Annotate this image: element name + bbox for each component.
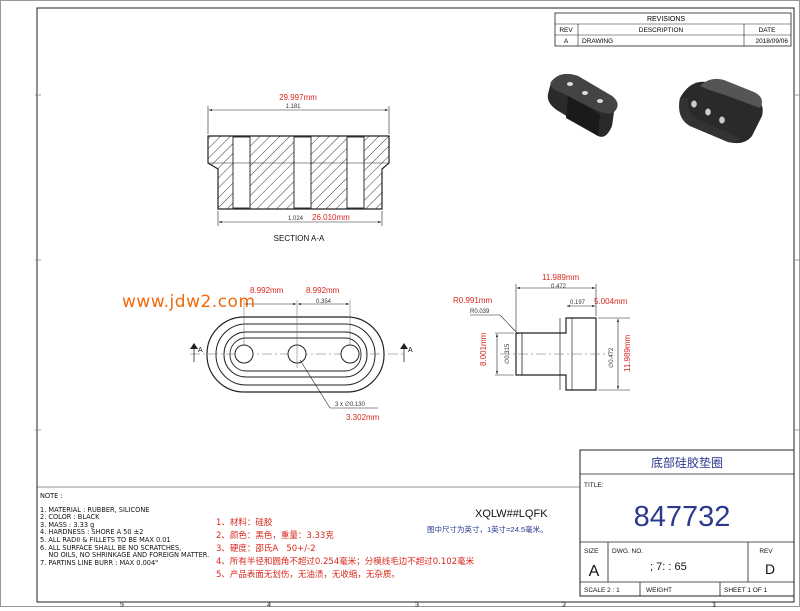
section-marker-right: A bbox=[408, 347, 413, 354]
pitch2-mm: 8.992mm bbox=[306, 286, 340, 295]
part-name-cn: 底部硅胶垫圈 bbox=[651, 455, 723, 470]
revision-rev-cell: A bbox=[564, 38, 569, 45]
zone-number: 2 bbox=[562, 602, 566, 607]
step-mm: 5.004mm bbox=[594, 297, 628, 306]
zone-number: 1 bbox=[712, 602, 716, 607]
cn-note-line: 5、产品表面无划伤，无油渍，无收缩，无杂质。 bbox=[216, 570, 400, 580]
notes-cn: 1、材料：硅胶 2、颜色：黑色，重量：3.33克 3、硬度：邵氏A 50+/-2… bbox=[216, 517, 474, 582]
isometric-view-2 bbox=[679, 78, 763, 144]
dwg-value: ; 7: : 65 bbox=[650, 561, 687, 573]
zone-ticks bbox=[35, 94, 800, 607]
scale-text: SCALE 2 : 1 bbox=[584, 587, 620, 594]
large-dia-in: ∅0.472 bbox=[608, 347, 615, 368]
cn-note-line: 1、材料：硅胶 bbox=[216, 518, 273, 528]
title-label: TITLE: bbox=[584, 482, 604, 489]
isometric-view-1 bbox=[547, 74, 618, 137]
small-dia-mm: 8.001mm bbox=[479, 332, 488, 366]
overall-width-mm: 29.997mm bbox=[279, 93, 317, 102]
size-label: SIZE bbox=[584, 548, 599, 555]
zone-number: 5 bbox=[120, 602, 124, 607]
note-line: 6. ALL SURFACE SHALL BE NO SCRATCHES, bbox=[40, 543, 182, 552]
note-line: 5. ALL RADII & FILLETS TO BE MAX 0.01 bbox=[40, 535, 171, 544]
size-value: A bbox=[589, 563, 600, 580]
cn-note-line: 2、颜色：黑色，重量：3.33克 bbox=[216, 531, 334, 541]
section-marker-left: A bbox=[198, 347, 203, 354]
description-column-header: DESCRIPTION bbox=[639, 27, 684, 34]
note-line: 1. MATERIAL : RUBBER, SILICONE bbox=[40, 505, 150, 514]
revisions-header: REVISIONS bbox=[647, 16, 685, 23]
length-in: 0.472 bbox=[551, 284, 567, 290]
note-line: 4. HARDNESS : SHORE A 50 ±2 bbox=[40, 528, 144, 537]
overall-width-in: 1.181 bbox=[285, 104, 301, 110]
revision-date-cell: 2018/09/06 bbox=[755, 38, 788, 45]
hole-callout: 3 x ∅0.130 bbox=[335, 401, 366, 408]
sheet-text: SHEET 1 OF 1 bbox=[724, 587, 768, 594]
zone-numbers: 5 4 3 2 1 bbox=[120, 602, 716, 609]
watermark: www.jdw2.com bbox=[122, 292, 256, 312]
small-dia-in: ∅0.315 bbox=[504, 343, 511, 364]
title-block: 底部硅胶垫圈 TITLE: 847732 SIZE A DWG. NO. ; 7… bbox=[579, 449, 795, 597]
pitch-in: 0.354 bbox=[316, 299, 332, 305]
notes-title: NOTE : bbox=[40, 492, 63, 500]
note-line: 3. MASS : 3.33 g bbox=[40, 520, 95, 529]
cn-note-line: 4、所有半径和圆角不超过0.254毫米；分模线毛边不超过0.102毫米 bbox=[216, 557, 475, 567]
note-line: NO OILS, NO SHRINKAGE AND FOREIGN MATTER… bbox=[40, 551, 210, 560]
title-value: 847732 bbox=[634, 501, 731, 533]
radius-mm: R0.991mm bbox=[453, 296, 492, 305]
revisions-table: REVISIONS REV DESCRIPTION DATE A DRAWING… bbox=[554, 12, 792, 47]
drawing-border bbox=[36, 7, 795, 603]
radius-in: R0.039 bbox=[470, 309, 490, 315]
large-dia-mm: 11.989mm bbox=[623, 334, 632, 372]
note-line: 2. COLOR : BLACK bbox=[40, 513, 100, 522]
note-line: 7. PARTINS LINE BURR : MAX 0.004" bbox=[40, 558, 159, 567]
notes-en: NOTE : 1. MATERIAL : RUBBER, SILICONE 2.… bbox=[40, 492, 210, 567]
hole-mm: 3.302mm bbox=[346, 413, 380, 422]
side-view: 11.989mm 0.472 0.197 5.004mm R0.991mm R0… bbox=[453, 273, 632, 391]
zone-number: 4 bbox=[267, 602, 271, 607]
top-view: A A 8.992mm 8.992mm 0.354 3 x ∅0.130 3.3… bbox=[190, 286, 413, 422]
cn-note-line: 3、硬度：邵氏A 50+/-2 bbox=[216, 544, 316, 554]
step-in: 0.197 bbox=[570, 300, 586, 306]
unit-note: 图中尺寸为英寸，1英寸=24.5毫米。 bbox=[427, 524, 548, 534]
length-mm: 11.989mm bbox=[542, 273, 580, 282]
date-column-header: DATE bbox=[759, 27, 777, 34]
base-width-in: 1.024 bbox=[288, 216, 304, 222]
garbled-text: XQLW##LQFK bbox=[475, 508, 548, 520]
rev-label: REV bbox=[759, 548, 773, 555]
rev-column-header: REV bbox=[559, 27, 573, 34]
base-width-mm: 26.010mm bbox=[312, 213, 350, 222]
rev-value: D bbox=[765, 561, 775, 577]
section-view: 29.997mm 1.181 1.024 26.010mm SECTION A-… bbox=[207, 93, 390, 243]
section-label: SECTION A-A bbox=[274, 234, 325, 243]
dwg-label: DWG. NO. bbox=[612, 548, 643, 555]
zone-number: 3 bbox=[415, 602, 419, 607]
weight-text: WEIGHT bbox=[646, 587, 672, 594]
pitch1-mm: 8.992mm bbox=[250, 286, 284, 295]
revision-description-cell: DRAWING bbox=[582, 38, 613, 45]
